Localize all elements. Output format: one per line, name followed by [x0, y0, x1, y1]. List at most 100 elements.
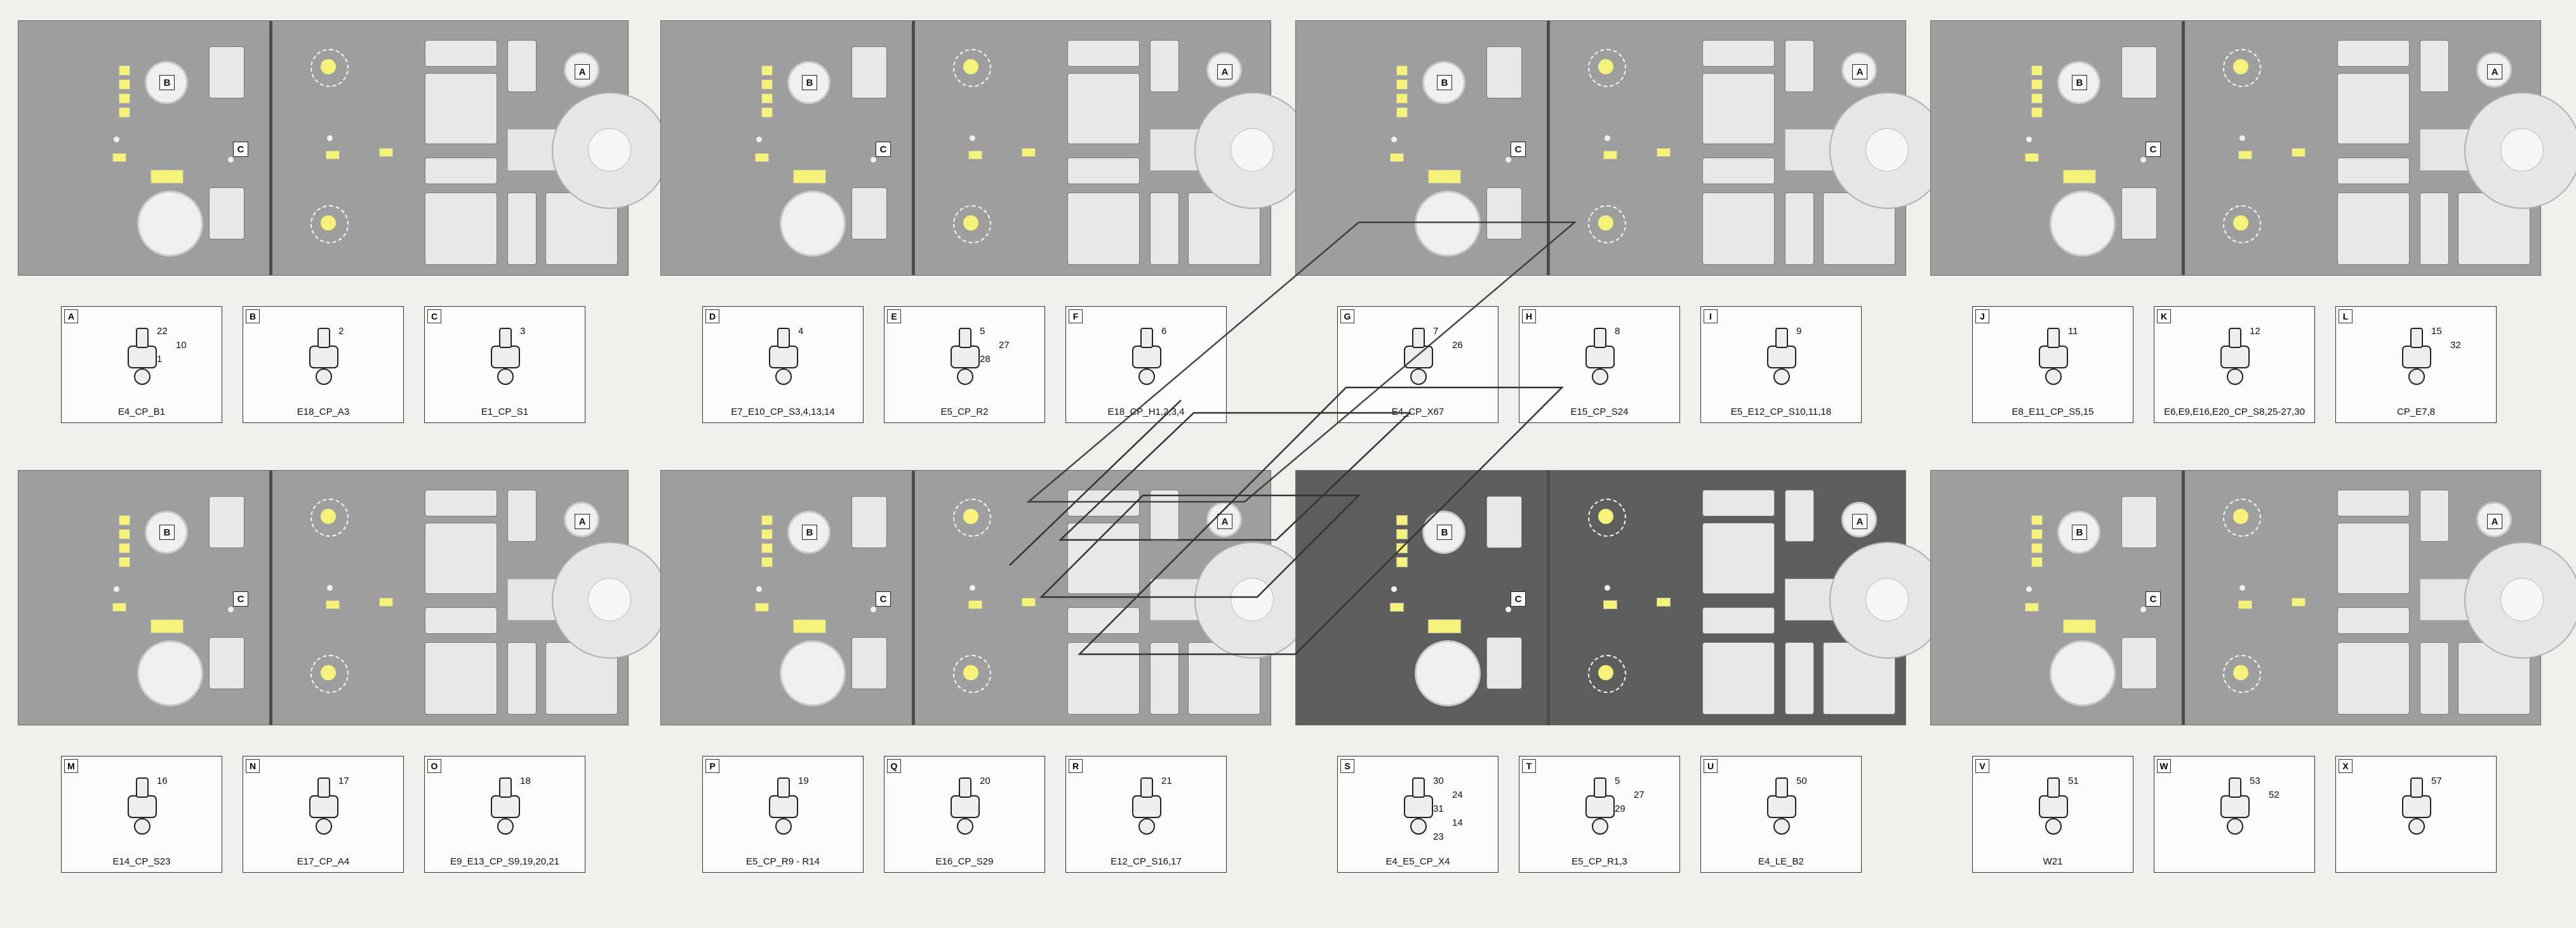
indicator-lamp: [2031, 515, 2043, 525]
switch-slot: [1486, 46, 1522, 98]
main-knob: [2464, 92, 2576, 209]
round-knob: [139, 192, 201, 255]
part-card-tag: X: [2339, 759, 2352, 773]
part-drawing: [1585, 328, 1615, 385]
callout-number: 16: [157, 776, 168, 786]
indicator-lamp: [2025, 603, 2039, 612]
callout-number: 1: [157, 354, 163, 365]
switch-slot: [1067, 192, 1140, 265]
indicator-lamp: [2238, 600, 2252, 609]
callout-number: 4: [798, 326, 804, 337]
led-dot: [1505, 157, 1511, 163]
switch-slot: [507, 490, 537, 542]
part-card-tag: A: [64, 309, 78, 323]
indicator-lamp: [119, 557, 130, 567]
switch-slot: [1486, 637, 1522, 689]
indicator-lamp: [793, 619, 826, 633]
part-drawing: [769, 777, 798, 835]
part-drawing: [1404, 777, 1433, 835]
panel-letter-C: C: [2146, 591, 2161, 607]
switch-slot: [425, 490, 497, 516]
part-caption: E9_E13_CP_S9,19,20,21: [450, 856, 559, 867]
indicator-lamp: [2031, 79, 2043, 90]
panel-letter-A: A: [575, 64, 590, 79]
led-dot: [114, 586, 119, 592]
indicator-lamp: [761, 543, 773, 553]
part-caption: E4_CP_B1: [117, 407, 166, 417]
main-knob: [1194, 542, 1311, 659]
part-card-tag: J: [1975, 309, 1989, 323]
rotary-ring: [2223, 49, 2261, 87]
rotary-ring: [953, 655, 991, 693]
callout-number: 29: [1615, 804, 1625, 814]
panel-divider: [2182, 21, 2185, 275]
panel-divider: [1547, 21, 1550, 275]
part-caption: E4_CP_X67: [1391, 407, 1445, 417]
part-card-tag: H: [1522, 309, 1536, 323]
switch-slot: [507, 642, 537, 715]
switch-slot: [1702, 642, 1775, 715]
switch-slot: [425, 642, 497, 715]
panel-letter-A: A: [575, 514, 590, 529]
indicator-lamp: [1428, 619, 1461, 633]
part-card-tag: P: [705, 759, 719, 773]
indicator-lamp: [112, 153, 126, 162]
switch-slot: [2420, 40, 2449, 92]
indicator-lamp: [1396, 79, 1408, 90]
part-drawing: [769, 328, 798, 385]
part-card-tag: M: [64, 759, 78, 773]
part-card-tag: T: [1522, 759, 1536, 773]
switch-slot: [425, 73, 497, 144]
panel-letter-B: B: [159, 75, 175, 90]
switch-slot: [209, 637, 244, 689]
led-dot: [2026, 586, 2032, 592]
indicator-lamp: [1396, 557, 1408, 567]
led-dot: [1505, 607, 1511, 612]
panel-letter-C: C: [876, 591, 891, 607]
part-card-tag: N: [246, 759, 260, 773]
switch-slot: [425, 158, 497, 184]
part-caption: E17_CP_A4: [297, 856, 350, 867]
led-dot: [228, 157, 234, 163]
indicator-lamp: [112, 603, 126, 612]
led-dot: [871, 607, 876, 612]
switch-slot: [2420, 642, 2449, 715]
led-dot: [756, 137, 762, 142]
indicator-lamp: [761, 529, 773, 539]
indicator-lamp: [1396, 65, 1408, 76]
part-caption: E15_CP_S24: [1570, 407, 1629, 417]
indicator-lamp: [150, 619, 184, 633]
indicator-lamp: [1390, 603, 1404, 612]
switch-slot: [2121, 187, 2157, 239]
callout-number: 24: [1452, 790, 1463, 800]
callout-number: 32: [2450, 340, 2461, 351]
indicator-lamp: [1022, 148, 1036, 157]
callout-number: 19: [798, 776, 809, 786]
led-dot: [2026, 137, 2032, 142]
led-dot: [756, 586, 762, 592]
rotary-ring: [953, 49, 991, 87]
indicator-lamp: [755, 153, 769, 162]
indicator-lamp: [968, 600, 982, 609]
callout-number: 15: [2431, 326, 2442, 337]
indicator-lamp: [2031, 65, 2043, 76]
callout-number: 22: [157, 326, 168, 337]
indicator-lamp: [379, 148, 393, 157]
switch-slot: [209, 46, 244, 98]
switch-slot: [1486, 496, 1522, 548]
rotary-ring: [2223, 655, 2261, 693]
switch-slot: [1702, 192, 1775, 265]
panel-letter-A: A: [1217, 64, 1232, 79]
led-dot: [228, 607, 234, 612]
part-card-tag: I: [1704, 309, 1718, 323]
part-card-tag: Q: [887, 759, 901, 773]
part-caption: E8_E11_CP_S5,15: [2012, 407, 2094, 417]
part-card-tag: F: [1069, 309, 1083, 323]
switch-slot: [1702, 607, 1775, 634]
callout-number: 53: [2250, 776, 2260, 786]
panel-letter-A: A: [1217, 514, 1232, 529]
indicator-lamp: [119, 65, 130, 76]
